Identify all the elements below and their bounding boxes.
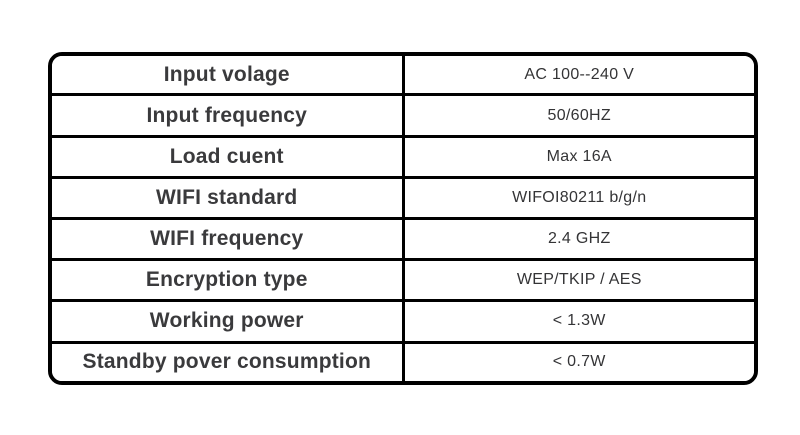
spec-value: < 0.7W [403, 340, 754, 381]
spec-value: 2.4 GHZ [403, 216, 754, 260]
table-row: WIFI standard WIFOI80211 b/g/n [52, 175, 754, 219]
spec-label: Standby pover consumption [52, 340, 405, 381]
table-row: Working power < 1.3W [52, 299, 754, 343]
spec-value: WIFOI80211 b/g/n [403, 175, 754, 219]
spec-label: Working power [52, 299, 405, 343]
spec-value: 50/60HZ [403, 93, 754, 137]
spec-label: WIFI frequency [52, 216, 405, 260]
spec-value: Max 16A [403, 134, 754, 178]
spec-label: Encryption type [52, 258, 405, 301]
table-row: Input frequency 50/60HZ [52, 93, 754, 137]
table-row: Standby pover consumption < 0.7W [52, 340, 754, 381]
spec-value: < 1.3W [403, 299, 754, 343]
table-row: Load cuent Max 16A [52, 134, 754, 178]
spec-table: Input volage AC 100--240 V Input frequen… [52, 56, 754, 381]
table-row: Encryption type WEP/TKIP / AES [52, 258, 754, 301]
spec-label: Input volage [52, 56, 405, 95]
spec-label: Load cuent [52, 134, 405, 178]
spec-value: AC 100--240 V [403, 56, 754, 95]
table-row: Input volage AC 100--240 V [52, 56, 754, 95]
table-row: WIFI frequency 2.4 GHZ [52, 216, 754, 260]
spec-value: WEP/TKIP / AES [403, 258, 754, 301]
spec-label: WIFI standard [52, 175, 405, 219]
spec-table-frame: Input volage AC 100--240 V Input frequen… [48, 52, 758, 385]
spec-label: Input frequency [52, 93, 405, 137]
